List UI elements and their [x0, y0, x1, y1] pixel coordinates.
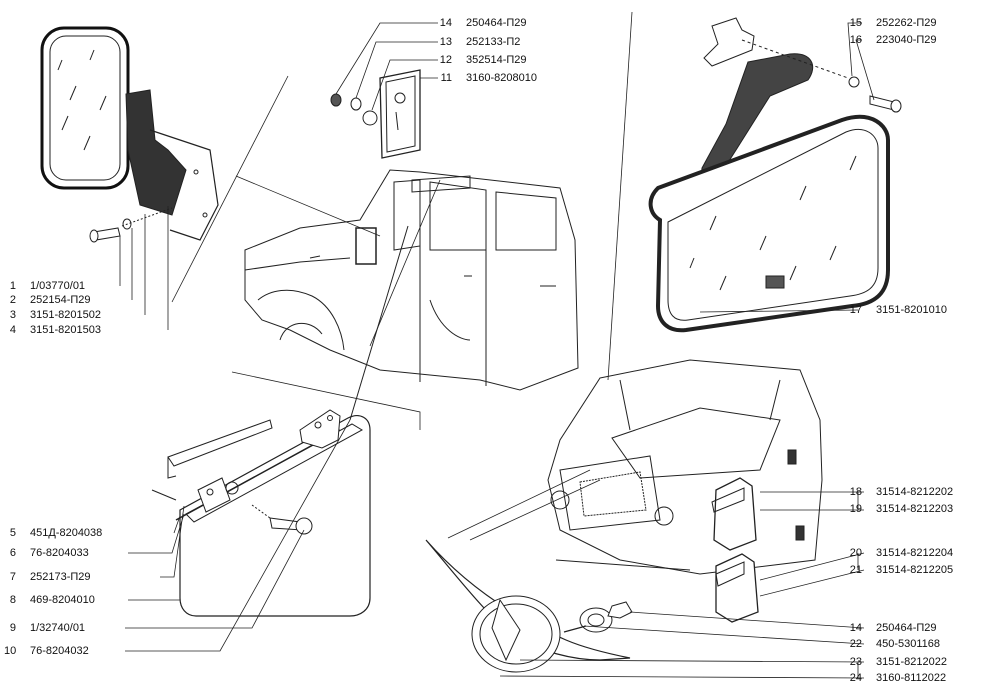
leader-lines	[119, 11, 875, 679]
sun-visor	[151, 409, 371, 617]
vehicle-side-view	[244, 169, 579, 391]
hood-emblem	[425, 539, 633, 673]
outside-mirror	[40, 26, 219, 243]
small-parts-top	[330, 69, 421, 159]
latch-brackets	[711, 449, 805, 623]
vehicle-front-view	[547, 359, 823, 575]
inside-mirror	[648, 17, 902, 333]
